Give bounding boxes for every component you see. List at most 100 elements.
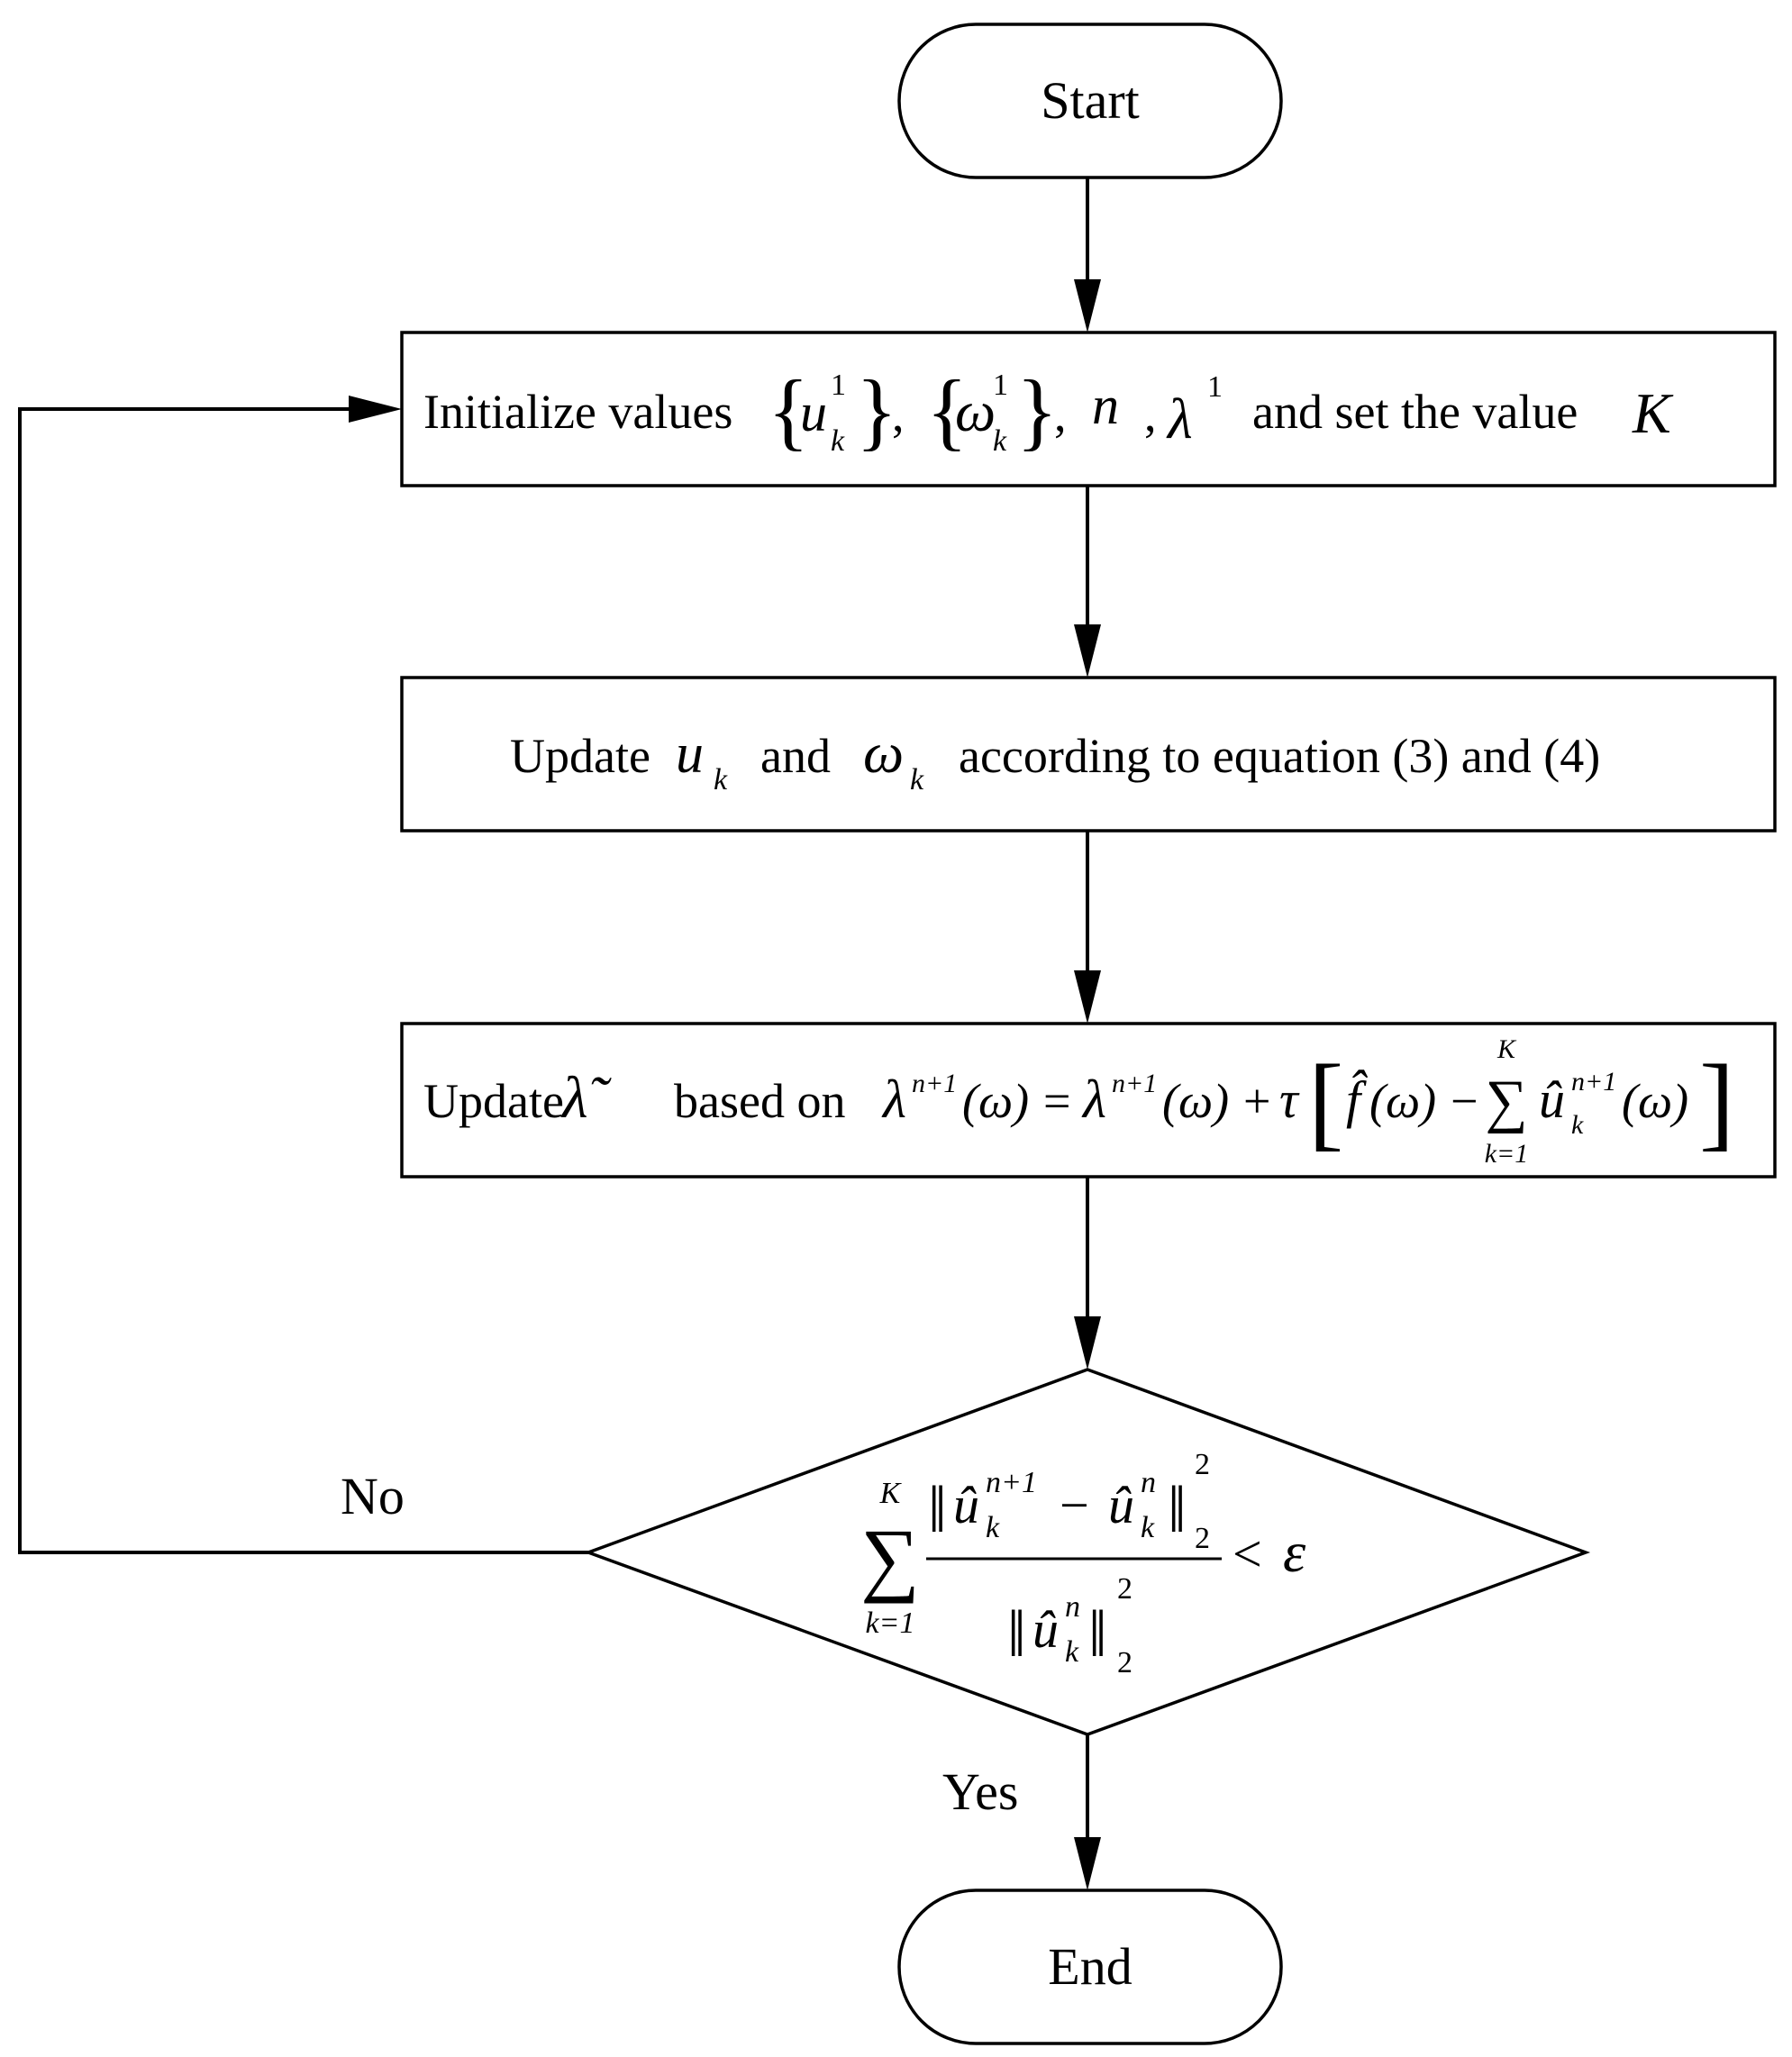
update-uk-node[interactable]: Update u k and ω k according to equation… (400, 676, 1777, 833)
dec-num-u1-sup: n+1 (986, 1466, 1037, 1499)
update-uk-u: u (676, 724, 704, 785)
start-shape (897, 23, 1283, 179)
dec-sum-bottom: k=1 (865, 1606, 914, 1640)
update-lambda-node[interactable]: Update λ̃ based on λ n+1 (ω) = λ n+1 (ω)… (400, 1022, 1777, 1179)
start-label: Start (1041, 71, 1140, 130)
edge-no-arrowhead (349, 396, 402, 423)
dec-num-u1-sub: k (986, 1511, 1000, 1544)
eq-arg-4: (ω) (1622, 1074, 1688, 1128)
eq-lambda-1-sup: n+1 (912, 1069, 957, 1098)
end-node[interactable]: End (897, 1889, 1283, 2045)
update-lambda-based-on: based on (674, 1074, 845, 1128)
dec-den-sub2: 2 (1117, 1646, 1133, 1679)
update-uk-omega-sub: k (910, 763, 924, 796)
dec-den-u-sup: n (1065, 1590, 1080, 1624)
eq-lambda-1: λ (881, 1069, 906, 1129)
dec-num-u2: û (1108, 1476, 1134, 1534)
update-uk-u-sub: k (714, 763, 728, 796)
edge-yes-arrowhead (1074, 1837, 1101, 1890)
update-uk-omega: ω (863, 721, 904, 785)
update-uk-shape (400, 676, 1777, 833)
init-u-sub: k (831, 424, 845, 458)
init-u: u (800, 383, 827, 442)
eq-u-hat-sup: n+1 (1571, 1067, 1616, 1097)
start-node[interactable]: Start (897, 23, 1283, 179)
eq-sum-top: K (1496, 1034, 1517, 1064)
eq-lbracket: [ (1308, 1042, 1343, 1160)
init-omega-sub: k (993, 424, 1007, 458)
init-node[interactable]: Initialize values { u 1 k } , { ω 1 k } … (400, 331, 1777, 487)
edge-decision-no-to-init: No (18, 396, 588, 1554)
update-uk-prefix: Update (510, 729, 650, 783)
dec-den-norm-right: ‖ (1088, 1597, 1107, 1671)
edge-init-update-arrowhead (1074, 624, 1101, 678)
dec-lt: < (1233, 1525, 1262, 1583)
dec-num-sub2: 2 (1195, 1522, 1210, 1555)
eq-u-hat-sub: k (1571, 1110, 1584, 1140)
init-prefix: Initialize values (423, 385, 732, 439)
decision-node[interactable]: K ∑ k=1 ‖ û n+1 k − û n k ‖ 2 2 ‖ û n k … (583, 1368, 1591, 1736)
dec-sigma: ∑ (860, 1512, 920, 1604)
update-lambda-shape (400, 1022, 1777, 1179)
edge-init-to-update (1074, 486, 1101, 678)
dec-den-u-sub: k (1065, 1635, 1079, 1669)
eq-minus: − (1451, 1074, 1478, 1128)
dec-num-u2-sub: k (1141, 1511, 1155, 1544)
dec-den-u: û (1032, 1600, 1059, 1659)
init-brace-right-2: } (1016, 362, 1058, 459)
dec-den-norm-left: ‖ (1007, 1597, 1026, 1671)
dec-num-u2-sup: n (1141, 1466, 1156, 1499)
dec-num-pow: 2 (1195, 1448, 1210, 1481)
eq-equals: = (1043, 1074, 1070, 1128)
edge-update-to-lambda (1074, 831, 1101, 1024)
update-uk-suffix: according to equation (3) and (4) (959, 729, 1600, 783)
eq-arg-3: (ω) (1369, 1074, 1436, 1128)
eq-u-hat: û (1539, 1070, 1565, 1129)
eq-plus: + (1243, 1074, 1270, 1128)
dec-sum-top: K (879, 1477, 903, 1510)
edge-start-init-arrowhead (1074, 279, 1101, 332)
no-label: No (341, 1467, 405, 1525)
edge-start-to-init (1074, 177, 1101, 332)
eq-sum-bottom: k=1 (1485, 1139, 1529, 1169)
update-uk-and: and (760, 729, 831, 783)
eq-arg-2: (ω) (1162, 1074, 1229, 1128)
edge-no-line (18, 407, 588, 1554)
dec-num-u1: û (953, 1476, 979, 1534)
eq-arg-1: (ω) (962, 1074, 1029, 1128)
dec-epsilon: ε (1283, 1520, 1306, 1584)
end-label: End (1048, 1937, 1132, 1996)
dec-den-pow: 2 (1117, 1572, 1133, 1606)
init-lambda: λ (1166, 387, 1193, 451)
edge-lambda-to-decision (1074, 1177, 1101, 1370)
end-shape (897, 1889, 1283, 2045)
edge-lambda-decision-arrowhead (1074, 1316, 1101, 1370)
init-comma-1: , (892, 387, 905, 441)
eq-rbracket: ] (1699, 1042, 1734, 1160)
eq-lambda-2-sup: n+1 (1112, 1069, 1157, 1098)
update-lambda-prefix: Update (423, 1074, 564, 1128)
init-u-sup: 1 (831, 369, 846, 402)
init-brace-left: { (768, 362, 809, 459)
init-brace-right: } (856, 362, 897, 459)
edge-update-lambda-arrowhead (1074, 970, 1101, 1024)
dec-num-norm-left: ‖ (928, 1473, 947, 1547)
yes-label: Yes (942, 1762, 1018, 1821)
init-brace-left-2: { (926, 362, 968, 459)
eq-tau: τ (1279, 1070, 1300, 1129)
dec-num-minus: − (1060, 1476, 1089, 1534)
init-K: K (1632, 381, 1674, 445)
eq-sigma: ∑ (1485, 1069, 1527, 1134)
init-omega-sup: 1 (993, 369, 1008, 402)
init-lambda-sup: 1 (1207, 370, 1223, 404)
decision-shape (583, 1368, 1591, 1736)
init-shape (400, 331, 1777, 487)
edge-decision-yes-to-end: Yes (942, 1734, 1101, 1890)
dec-num-norm-right: ‖ (1168, 1473, 1187, 1547)
init-comma-3: , (1144, 387, 1157, 441)
eq-lambda-2: λ (1081, 1069, 1106, 1129)
init-omega: ω (955, 379, 996, 443)
init-comma-2: , (1054, 387, 1067, 441)
init-n: n (1092, 376, 1119, 435)
